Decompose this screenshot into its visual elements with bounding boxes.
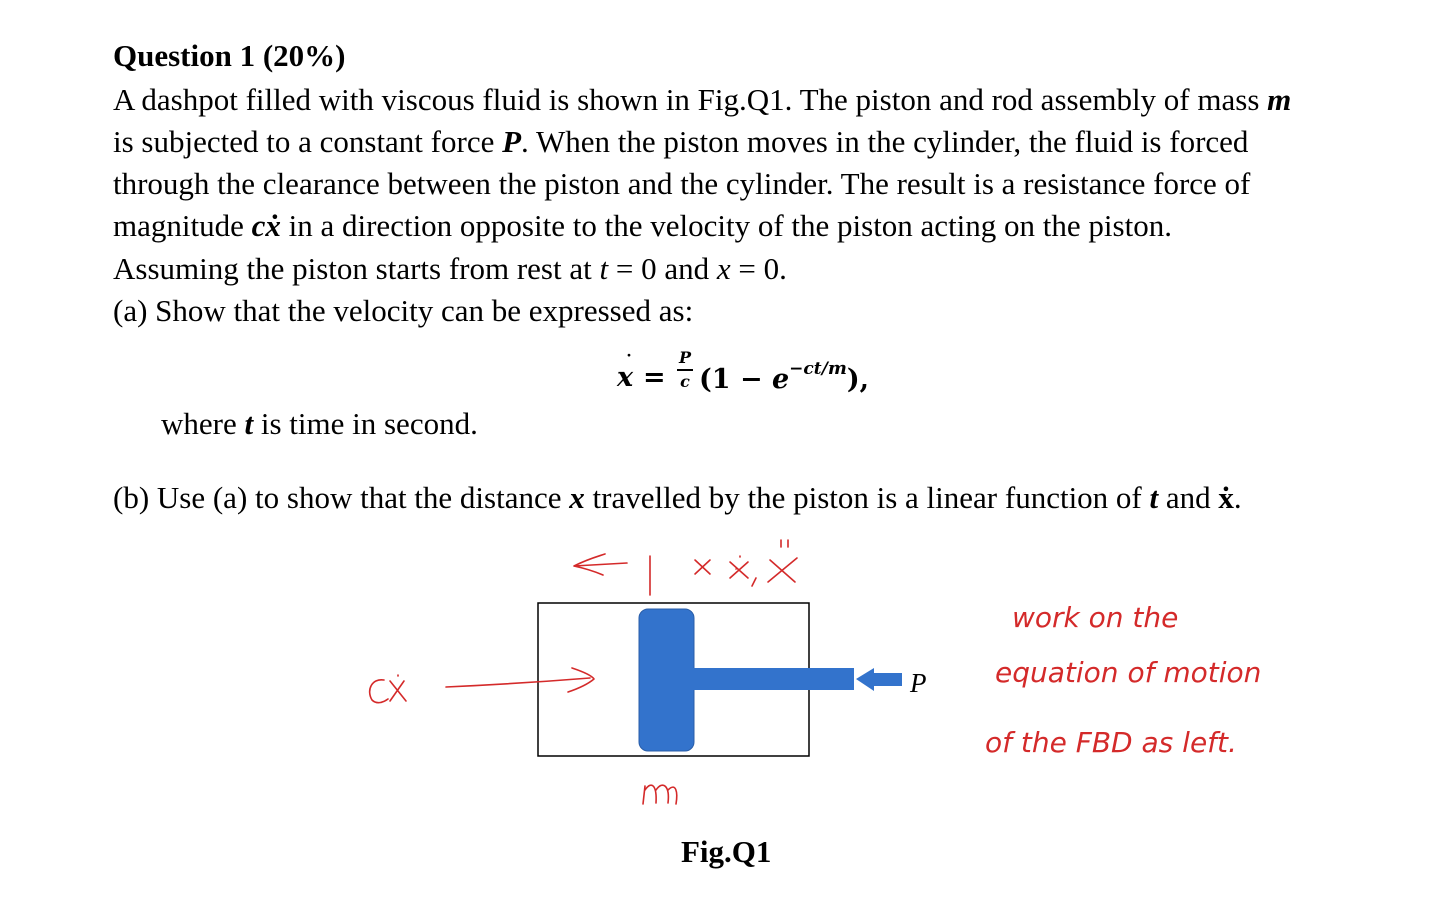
force-symbol: P bbox=[502, 124, 522, 159]
where-text: where t is time in second. bbox=[161, 402, 478, 445]
equation-equals: = bbox=[643, 362, 666, 393]
text-span: A dashpot filled with viscous fluid is s… bbox=[113, 82, 1268, 117]
exponent-mass: m bbox=[827, 358, 847, 379]
text-span: . bbox=[1233, 480, 1242, 515]
time-symbol: t bbox=[1149, 480, 1159, 515]
equation-fraction: P c bbox=[674, 348, 696, 392]
damping-arrow-head bbox=[567, 667, 595, 693]
velocity-arrow-drawing bbox=[573, 553, 628, 576]
velocity-equation: x ˙ = P c (1 − e−ct/m), bbox=[617, 348, 907, 408]
note-line-3: of the FBD as left. bbox=[985, 726, 1237, 759]
text-span: and bbox=[1158, 480, 1219, 515]
handwritten-x bbox=[694, 559, 711, 575]
handwritten-note: work on the equation of motion of the FB… bbox=[985, 601, 1261, 759]
text-span: is time in second. bbox=[253, 406, 478, 441]
equation-exponent: −ct/m bbox=[789, 358, 847, 379]
double-dot-mark bbox=[780, 539, 789, 548]
piston bbox=[638, 608, 695, 752]
exponent-slash: / bbox=[821, 359, 828, 379]
mass-symbol: m bbox=[1267, 82, 1292, 117]
question-text-line-5: Assuming the piston starts from rest at … bbox=[113, 247, 787, 290]
handwritten-c bbox=[368, 679, 389, 704]
damping-arrow-line bbox=[445, 677, 591, 688]
equation-close: ), bbox=[846, 364, 870, 395]
text-span: = 0. bbox=[730, 251, 787, 286]
note-line-1: work on the bbox=[1012, 601, 1178, 634]
time-symbol: t bbox=[244, 406, 254, 441]
exponent-term: −ct bbox=[789, 359, 822, 379]
part-b-prompt: (b) Use (a) to show that the distance x … bbox=[113, 476, 1242, 519]
handwritten-xddot bbox=[767, 557, 798, 583]
equation-numerator: P bbox=[678, 348, 692, 367]
equation-e: e bbox=[771, 364, 790, 395]
text-span: in a direction opposite to the velocity … bbox=[280, 208, 1172, 243]
text-span: travelled by the piston is a linear func… bbox=[584, 480, 1150, 515]
equation-rhs: (1 − e−ct/m), bbox=[699, 358, 870, 395]
text-span: is subjected to a constant force bbox=[113, 124, 503, 159]
equation-lhs: x bbox=[617, 362, 634, 393]
text-span: Assuming the piston starts from rest at bbox=[113, 251, 600, 286]
text-span: (b) Use (a) to show that the distance bbox=[113, 480, 570, 515]
question-text-line-3: through the clearance between the piston… bbox=[113, 166, 1251, 201]
position-symbol: x bbox=[716, 251, 731, 286]
fraction-bar bbox=[677, 369, 693, 371]
handwritten-xdot-left bbox=[389, 674, 407, 702]
piston-rod bbox=[690, 668, 854, 690]
comma-mark bbox=[751, 577, 757, 587]
handwritten-m bbox=[642, 784, 678, 805]
question-text-line-4: magnitude cẋ in a direction opposite to … bbox=[113, 204, 1172, 247]
note-line-2: equation of motion bbox=[995, 656, 1261, 689]
text-span: magnitude bbox=[113, 208, 252, 243]
equation-denominator: c bbox=[680, 372, 690, 391]
damping-term: cẋ bbox=[251, 208, 281, 243]
position-symbol: x bbox=[569, 480, 585, 515]
velocity-symbol: ẋ bbox=[1218, 480, 1234, 515]
equation-open: (1 − bbox=[699, 364, 772, 395]
force-arrow bbox=[856, 668, 902, 691]
text-span: = 0 and bbox=[608, 251, 717, 286]
figure-caption: Fig.Q1 bbox=[681, 834, 772, 869]
force-label: P bbox=[909, 668, 927, 698]
equation-dot: ˙ bbox=[624, 350, 634, 374]
time-symbol: t bbox=[599, 251, 609, 286]
part-a-prompt: (a) Show that the velocity can be expres… bbox=[113, 293, 694, 328]
handwritten-annotations bbox=[368, 539, 798, 805]
question-text-line-1: A dashpot filled with viscous fluid is s… bbox=[113, 78, 1291, 121]
question-text-line-2: is subjected to a constant force P. When… bbox=[113, 120, 1248, 163]
text-span: . When the piston moves in the cylinder,… bbox=[521, 124, 1249, 159]
handwritten-xdot bbox=[729, 561, 749, 579]
question-title: Question 1 (20%) bbox=[113, 38, 346, 73]
text-span: where bbox=[161, 406, 245, 441]
